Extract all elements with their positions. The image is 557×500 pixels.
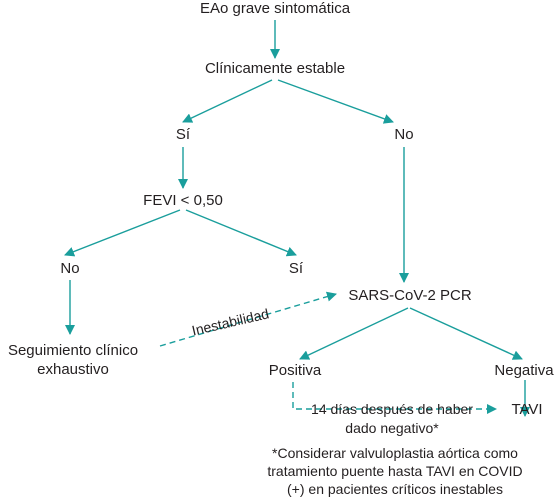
- edge-label-days-line1: 14 días después de haber: [311, 401, 473, 417]
- node-stable: Clínicamente estable: [204, 60, 346, 77]
- node-start: EAo grave sintomática: [199, 0, 351, 17]
- node-no-stable: No: [394, 126, 414, 143]
- node-negative: Negativa: [494, 362, 554, 379]
- node-positive: Positiva: [268, 362, 322, 379]
- footnote-line3: (+) en pacientes críticos inestables: [287, 481, 503, 497]
- node-yes-stable: Sí: [175, 126, 191, 143]
- node-fevi: FEVI < 0,50: [143, 192, 223, 209]
- arrow-instability-to-pcr: [159, 291, 337, 347]
- footnote-line1: *Considerar valvuloplastia aórtica como: [272, 445, 518, 461]
- node-yes-fevi: Sí: [288, 260, 304, 277]
- arrow-pcr-to-positive: [299, 307, 409, 360]
- node-no-fevi: No: [60, 260, 80, 277]
- node-follow-up-line1: Seguimiento clínico: [7, 342, 139, 359]
- arrow-stable-to-no: [277, 79, 394, 124]
- node-pcr: SARS-CoV-2 PCR: [348, 287, 472, 304]
- node-follow-up-line2: exhaustivo: [37, 361, 109, 378]
- arrow-pcr-to-negative: [409, 307, 523, 360]
- arrow-fevi-to-si: [185, 209, 297, 257]
- arrow-fevi-to-no: [64, 209, 181, 257]
- footnote-line2: tratamiento puente hasta TAVI en COVID: [267, 463, 523, 479]
- arrow-positive-to-tavi-dashed: [292, 382, 497, 414]
- arrow-stable-to-si: [182, 79, 273, 123]
- node-tavi: TAVI: [511, 401, 543, 418]
- edge-label-days-line2: dado negativo*: [345, 420, 439, 436]
